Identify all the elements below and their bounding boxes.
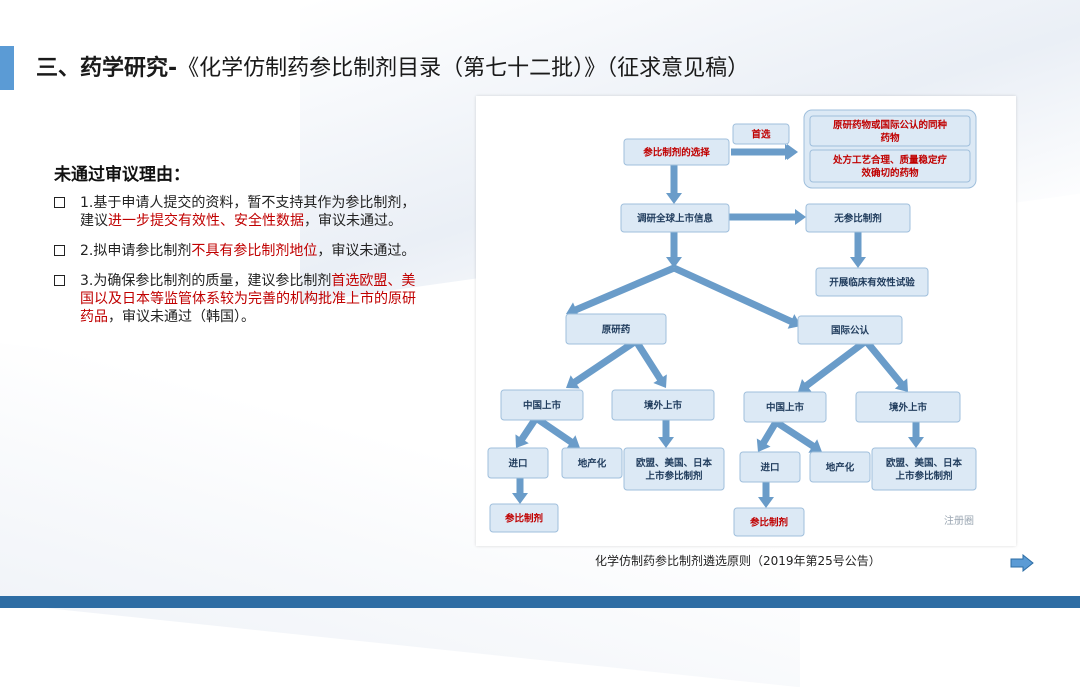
checkbox-bullet-icon xyxy=(54,197,65,208)
flow-node-label: 上市参比制剂 xyxy=(895,470,952,482)
slide-title-rest: 《化学仿制药参比制剂目录（第七十二批）》（征求意见稿） xyxy=(177,56,750,81)
flow-node-box xyxy=(611,389,715,421)
flow-node-box xyxy=(809,115,971,147)
flow-node-box xyxy=(871,447,977,491)
flow-node-label: 原研药物或国际公认的同种 xyxy=(833,119,948,131)
flow-arrow xyxy=(850,232,866,268)
flow-node-label: 参比制剂 xyxy=(504,513,543,525)
reasons-list: 1.基于申请人提交的资料，暂不支持其作为参比制剂，建议进一步提交有效性、安全性数… xyxy=(54,194,424,338)
reason-text: ，审议未通过（韩国）。 xyxy=(108,309,255,325)
flow-node-label: 无参比制剂 xyxy=(833,213,882,225)
flow-node-box xyxy=(487,447,549,479)
flow-node-label: 进口 xyxy=(508,458,527,470)
flow-node-label: 处方工艺合理、质量稳定疗 xyxy=(832,154,948,166)
flow-node-label: 国际公认 xyxy=(831,325,870,337)
reason-text: ，审议未通过。 xyxy=(317,243,416,259)
flow-node-label: 开展临床有效性试验 xyxy=(829,277,915,289)
flow-node-label: 境外上市 xyxy=(644,400,683,412)
flow-node-label: 原研药 xyxy=(602,324,631,336)
flowchart: 参比制剂的选择 首选 原研药物或国际公认的同种药物处方工艺合理、质量稳定疗效确切的药… xyxy=(487,109,977,537)
flow-arrow xyxy=(908,422,924,448)
flow-node-box xyxy=(733,507,805,537)
title-accent-bar xyxy=(0,46,14,90)
reason-text: 2.拟申请参比制剂 xyxy=(80,243,192,259)
flow-arrow xyxy=(666,164,682,204)
flow-node-label: 中国上市 xyxy=(523,400,562,412)
flow-node-label: 地产化 xyxy=(826,462,855,474)
reason-item: 2.拟申请参比制剂不具有参比制剂地位，审议未通过。 xyxy=(54,242,424,260)
flow-arrow xyxy=(672,264,801,329)
flow-node-box xyxy=(743,391,827,423)
footer-bar xyxy=(0,596,1080,608)
reason-highlight: 不具有参比制剂地位 xyxy=(191,243,318,259)
flow-node-label: 境外上市 xyxy=(889,402,928,414)
slide-title-lead: 三、药学研究- xyxy=(36,56,178,81)
slide-title: 三、药学研究-《化学仿制药参比制剂目录（第七十二批）》（征求意见稿） xyxy=(36,50,749,82)
reason-text: ，审议未通过。 xyxy=(304,213,402,229)
reason-highlight: 进一步提交有效性、安全性数据 xyxy=(108,213,304,229)
reason-text: 1.基于申请人提交的资料，暂不支持其作为参比制剂，建议 xyxy=(80,195,416,229)
flow-node-box xyxy=(489,503,559,533)
flow-node-box xyxy=(809,149,971,183)
flow-node-box xyxy=(855,391,961,423)
flow-node-label: 效确切的药物 xyxy=(861,167,919,179)
flow-node-box xyxy=(815,267,929,297)
flow-node-box xyxy=(623,447,725,491)
flow-arrow xyxy=(798,338,869,392)
flow-node-label: 中国上市 xyxy=(766,402,805,414)
checkbox-bullet-icon xyxy=(54,245,65,256)
flow-arrow xyxy=(658,418,674,448)
reason-highlight: 首选欧盟、美国以及日本等监管体系较为完善的机构批准上市的原研药品 xyxy=(80,273,416,325)
checkbox-bullet-icon xyxy=(54,275,65,286)
flow-arrow xyxy=(752,144,796,160)
flow-node-label: 参比制剂 xyxy=(749,517,788,529)
flow-node-box xyxy=(620,203,730,233)
flow-node-box xyxy=(565,313,667,345)
flow-arrow xyxy=(633,339,667,388)
flow-node-label: 调研全球上市信息 xyxy=(637,213,714,225)
flow-arrow xyxy=(863,338,908,392)
watermark: 注册圈 xyxy=(944,514,974,527)
flow-arrow xyxy=(666,232,682,268)
figure-caption: 化学仿制药参比制剂遴选原则（2019年第25号公告） xyxy=(595,554,881,568)
flow-node-box xyxy=(739,451,801,483)
flow-node-label: 进口 xyxy=(760,462,779,474)
flowchart-figure: 参比制剂的选择 首选 原研药物或国际公认的同种药物处方工艺合理、质量稳定疗效确切的药… xyxy=(476,96,1016,546)
flow-node-label: 参比制剂的选择 xyxy=(642,147,710,159)
flow-node-label: 首选 xyxy=(751,129,771,141)
flow-arrow xyxy=(728,209,806,225)
next-arrow-icon[interactable] xyxy=(1010,554,1034,572)
flow-node-box xyxy=(797,315,903,345)
flow-node-box xyxy=(623,138,730,166)
flow-node-box xyxy=(732,123,790,145)
flow-arrow xyxy=(758,482,774,508)
flow-node-label: 药物 xyxy=(880,132,900,144)
flow-node-box xyxy=(500,389,584,421)
reason-item: 1.基于申请人提交的资料，暂不支持其作为参比制剂，建议进一步提交有效性、安全性数… xyxy=(54,194,424,230)
flow-node-box xyxy=(809,451,871,483)
flow-node-box xyxy=(561,447,623,479)
flow-arrow xyxy=(566,264,676,318)
flow-node-label: 欧盟、美国、日本 xyxy=(636,457,713,469)
flow-arrow xyxy=(515,416,539,448)
reason-text: 3.为确保参比制剂的质量，建议参比制剂 xyxy=(80,273,332,289)
flow-arrow xyxy=(512,478,528,504)
flow-node-label: 上市参比制剂 xyxy=(645,470,702,482)
reason-item: 3.为确保参比制剂的质量，建议参比制剂首选欧盟、美国以及日本等监管体系较为完善的… xyxy=(54,272,424,326)
flow-node-label: 欧盟、美国、日本 xyxy=(886,457,963,469)
flow-arrow xyxy=(566,338,638,389)
flow-node-box xyxy=(805,203,911,233)
flow-node-label: 地产化 xyxy=(578,458,607,470)
reasons-heading: 未通过审议理由： xyxy=(54,165,190,185)
flow-arrow xyxy=(756,420,780,452)
flow-arrow xyxy=(534,415,580,449)
flow-arrow xyxy=(774,419,822,453)
